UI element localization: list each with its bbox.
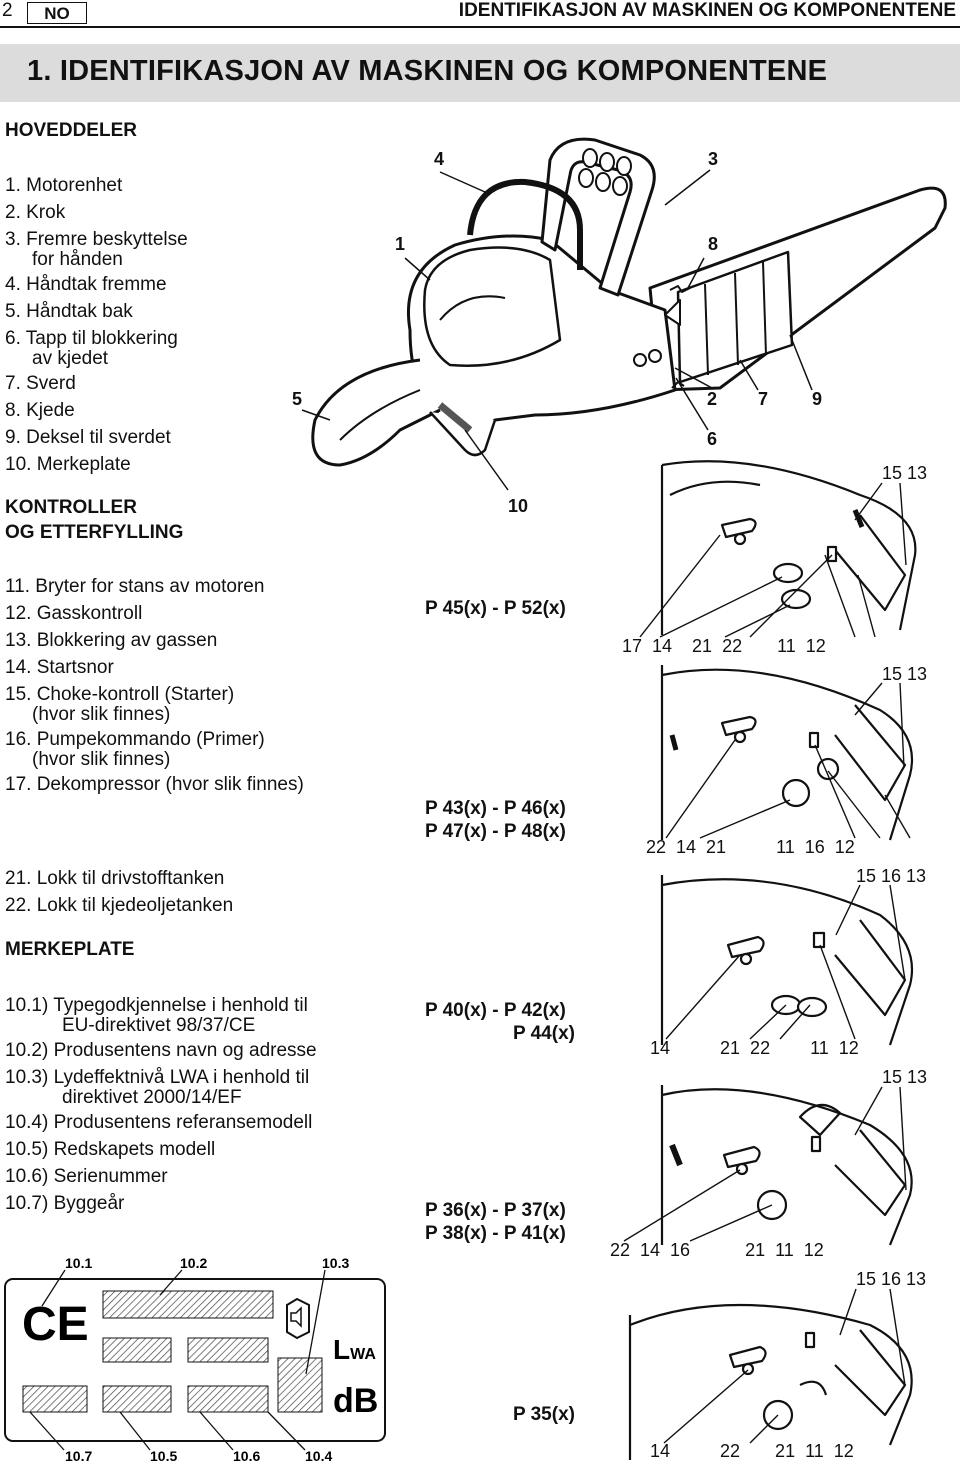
list-item: 15. Choke-kontroll (Starter)(hvor slik f… [5,684,235,725]
chainsaw-diagram: 1 2 3 4 5 6 7 8 9 10 [292,137,947,516]
plate-label: 10.2 [180,1255,207,1271]
list-item: 12. Gasskontroll [5,603,143,624]
part-label: 5 [292,389,302,409]
detail-panel-2 [660,665,914,841]
list-item: 7. Sverd [5,373,76,394]
year-field [22,1385,88,1413]
list-item: 10.2) Produsentens navn og adresse [5,1040,317,1061]
callout-label: 14 22 21 11 12 [650,1441,854,1461]
hand-guard [540,137,656,297]
model-label: P 45(x) - P 52(x) [425,598,566,619]
list-item: 17. Dekompressor (hvor slik finnes) [5,774,304,795]
list-item: 10.6) Serienummer [5,1166,168,1187]
plate-label: 10.7 [65,1448,92,1464]
part-label: 10 [508,496,528,516]
list-item: 2. Krok [5,202,66,223]
kontroller-heading-2: OG ETTERFYLLING [5,522,184,543]
part-label: 6 [707,429,717,449]
section-title: 1. IDENTIFIKASJON AV MASKINEN OG KOMPONE… [27,55,828,87]
kontroller-list: 11. Bryter for stans av motoren 12. Gass… [5,573,304,798]
callout-label: 15 13 [882,463,927,483]
list-item: 11. Bryter for stans av motoren [5,576,265,597]
plate-label: 10.6 [233,1448,260,1464]
detail-panel-1 [660,455,958,635]
part-label: 1 [395,234,405,254]
lwa-label: LWA [333,1334,376,1365]
model-label: P 43(x) - P 46(x) [425,798,566,819]
part-label: 4 [434,149,444,169]
list-item: 13. Blokkering av gassen [5,630,218,651]
model-detail-diagrams: 15 13 17 14 21 22 11 12 15 13 22 14 21 1… [610,455,958,1461]
list-item: 16. Pumpekommando (Primer)(hvor slik fin… [5,729,265,770]
reference-field [277,1357,323,1413]
rating-plate-diagram: CE LWA dB 10.1 10.2 10.3 10.7 10.5 10.6 … [4,1255,386,1464]
part-label: 7 [758,389,768,409]
part-label: 9 [812,389,822,409]
serial-field [187,1385,269,1413]
hoveddeler-list: 1. Motorenhet 2. Krok 3. Fremre beskytte… [5,172,188,478]
model-field-a [102,1337,172,1363]
plate-label: 10.3 [322,1255,349,1271]
kontroller-list-2: 21. Lokk til drivstofftanken 22. Lokk ti… [5,865,233,919]
list-item: 10.7) Byggeår [5,1193,125,1214]
part-label: 2 [707,389,717,409]
list-item: 21. Lokk til drivstofftanken [5,868,225,889]
list-item: 4. Håndtak fremme [5,274,167,295]
plate-label: 10.5 [150,1448,177,1464]
callout-label: 15 16 13 [856,1269,926,1289]
list-item: 8. Kjede [5,400,75,421]
list-item: 22. Lokk til kjedeoljetanken [5,895,234,916]
plate-label: 10.4 [305,1448,332,1464]
callout-label: 15 13 [882,1067,927,1087]
model-label: P 36(x) - P 37(x) [425,1200,566,1221]
model-field [102,1385,172,1413]
model-label: P 44(x) [513,1023,575,1044]
detail-panel-3 [660,875,914,1137]
db-label: dB [333,1382,378,1420]
merkeplate-heading: MERKEPLATE [5,939,135,960]
list-item: 10.5) Redskapets modell [5,1139,216,1160]
plate-label: 10.1 [65,1255,92,1271]
part-label: 8 [708,234,718,254]
callout-label: 14 21 22 11 12 [650,1038,859,1058]
list-item: 10.4) Produsentens referansemodell [5,1112,313,1133]
ce-mark: CE [22,1298,89,1351]
hoveddeler-heading: HOVEDDELER [5,120,137,141]
kontroller-heading-1: KONTROLLER [5,497,137,518]
model-label: P 40(x) - P 42(x) [425,1000,566,1021]
model-label: P 47(x) - P 48(x) [425,821,566,842]
model-label: P 35(x) [513,1404,575,1425]
callout-label: 15 13 [882,664,927,684]
section-banner [0,44,960,102]
list-item: 14. Startsnor [5,657,114,678]
detail-panel-4 [660,1085,913,1246]
callout-label: 22 14 16 21 11 12 [610,1240,824,1260]
language-badge: NO [27,2,87,24]
list-item: 9. Deksel til sverdet [5,427,171,448]
header-rule [0,26,960,28]
list-item: 10. Merkeplate [5,454,131,475]
part-label: 3 [708,149,718,169]
running-title: IDENTIFIKASJON AV MASKINEN OG KOMPONENTE… [458,0,956,21]
callout-label: 22 14 21 11 16 12 [646,837,855,857]
list-item: 5. Håndtak bak [5,301,133,322]
list-item: 1. Motorenhet [5,175,123,196]
callout-label: 15 16 13 [856,866,926,886]
page-number: 2 [2,0,13,21]
manufacturer-field [102,1290,274,1319]
callout-label: 17 14 21 22 11 12 [622,636,826,656]
model-label: P 38(x) - P 41(x) [425,1223,566,1244]
model-field-b [187,1337,269,1363]
